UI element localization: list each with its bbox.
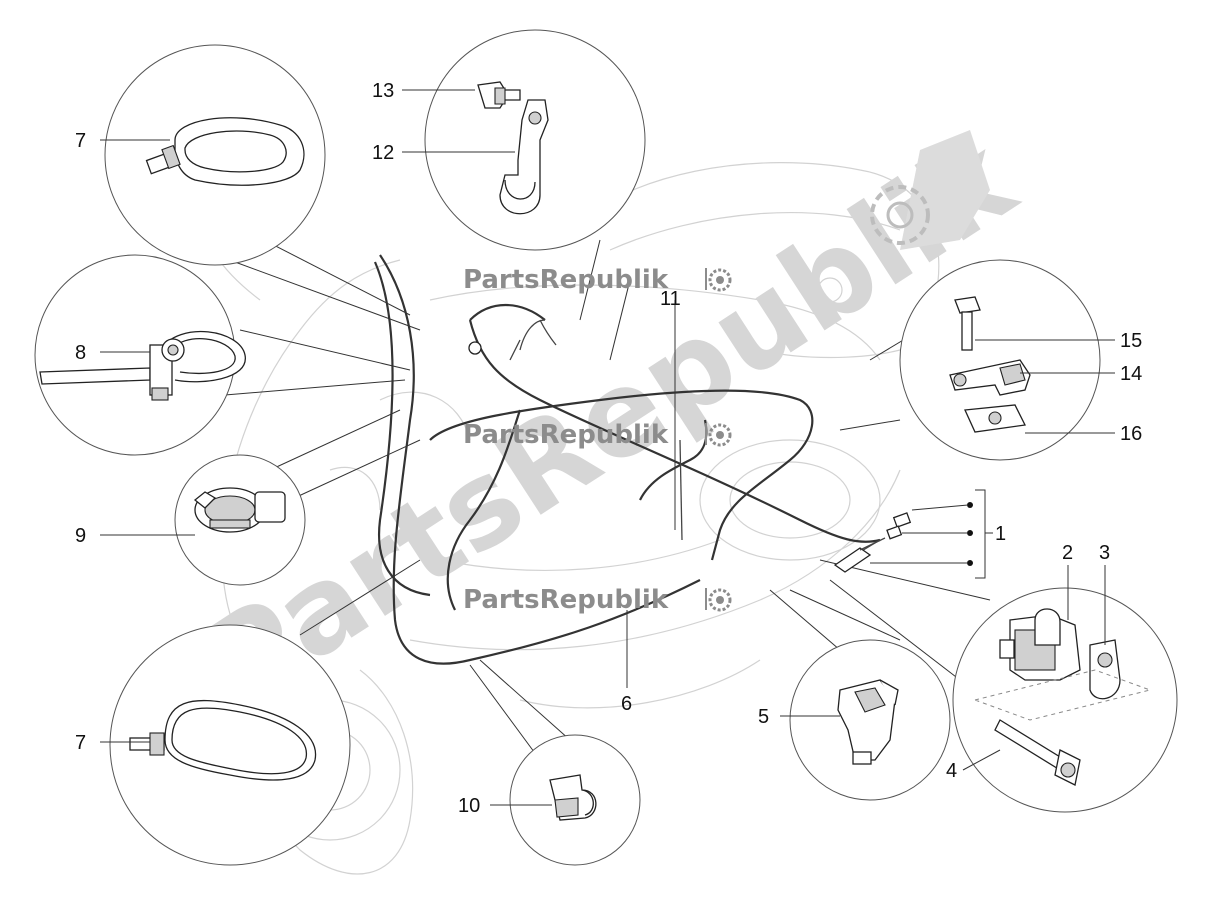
gear-icon bbox=[708, 268, 732, 292]
svg-text:PartsRepublik: PartsRepublik bbox=[463, 265, 669, 295]
callout-10: 10 bbox=[458, 795, 480, 817]
detail-circle-8 bbox=[34, 254, 246, 456]
gear-icon bbox=[708, 588, 732, 612]
callout-7-top: 7 bbox=[75, 130, 86, 152]
item-1-parts bbox=[833, 489, 993, 579]
detail-circle-9 bbox=[174, 454, 306, 586]
detail-circle-12-13 bbox=[424, 29, 646, 251]
leader-lines bbox=[224, 219, 991, 761]
callout-12: 12 bbox=[372, 142, 394, 164]
detail-circle-7-top bbox=[104, 44, 326, 266]
callout-leaders bbox=[100, 89, 1115, 806]
callout-numbers: 7 13 12 11 8 15 14 16 9 1 2 3 6 5 7 4 10 bbox=[75, 80, 1142, 817]
watermark-2: PartsRepublik bbox=[463, 420, 732, 450]
callout-15: 15 bbox=[1120, 330, 1142, 352]
watermark-3: PartsRepublik bbox=[463, 585, 732, 615]
detail-circle-2-3-4 bbox=[952, 587, 1178, 813]
callout-1: 1 bbox=[995, 523, 1006, 545]
svg-text:PartsRepublik: PartsRepublik bbox=[463, 420, 669, 450]
callout-5: 5 bbox=[758, 706, 769, 728]
detail-circle-7-bottom bbox=[109, 624, 351, 866]
callout-16: 16 bbox=[1120, 423, 1142, 445]
callout-2: 2 bbox=[1062, 542, 1073, 564]
gear-icon bbox=[708, 423, 732, 447]
callout-3: 3 bbox=[1099, 542, 1110, 564]
callout-14: 14 bbox=[1120, 363, 1142, 385]
callout-9: 9 bbox=[75, 525, 86, 547]
callout-8: 8 bbox=[75, 342, 86, 364]
detail-circle-5 bbox=[789, 639, 951, 801]
callout-11: 11 bbox=[660, 288, 681, 310]
callout-13: 13 bbox=[372, 80, 394, 102]
detail-circle-14-15-16 bbox=[899, 259, 1101, 461]
detail-circle-10 bbox=[509, 734, 641, 866]
callout-7-bottom: 7 bbox=[75, 732, 86, 754]
callout-6: 6 bbox=[621, 693, 632, 715]
svg-text:PartsRepublik: PartsRepublik bbox=[463, 585, 669, 615]
callout-4: 4 bbox=[946, 760, 957, 782]
watermark-gear-large bbox=[870, 185, 930, 245]
watermark-1: PartsRepublik bbox=[463, 265, 732, 295]
cable-harness bbox=[373, 254, 881, 665]
